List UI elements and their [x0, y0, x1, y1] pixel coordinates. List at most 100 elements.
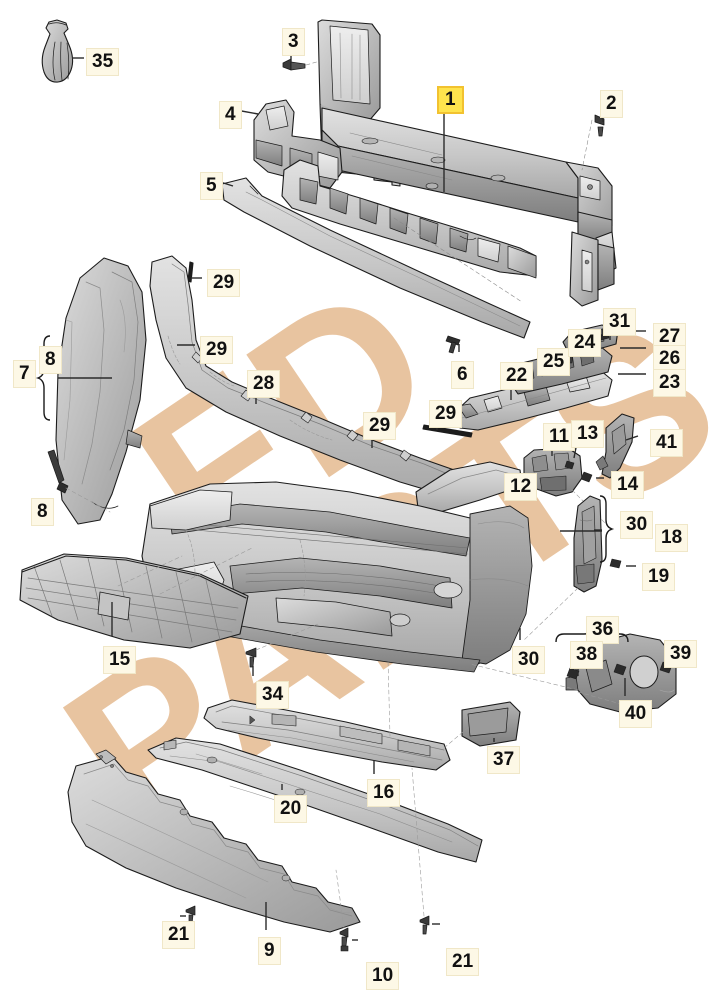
callout-number: 24 — [568, 329, 602, 357]
part-2-bolt — [594, 114, 605, 137]
callout-number: 1 — [437, 86, 464, 114]
callout-number: 25 — [537, 348, 571, 376]
part-18-side-rail — [573, 495, 603, 593]
callout-11[interactable]: 11 — [543, 423, 576, 451]
callout-number: 30 — [512, 646, 546, 674]
callout-23[interactable]: 23 — [653, 369, 687, 397]
callout-number: 11 — [543, 423, 576, 451]
callout-number: 4 — [219, 101, 242, 129]
part-34-bolt — [245, 647, 257, 668]
callout-number: 8 — [39, 346, 62, 374]
callout-24[interactable]: 24 — [568, 329, 602, 357]
callout-8[interactable]: 8 — [39, 346, 62, 374]
part-37-panel — [461, 701, 521, 747]
callout-26[interactable]: 26 — [653, 345, 687, 373]
callout-19[interactable]: 19 — [642, 563, 676, 591]
callout-39[interactable]: 39 — [664, 640, 698, 668]
callout-3[interactable]: 3 — [282, 28, 305, 56]
callout-35[interactable]: 35 — [86, 48, 120, 76]
callout-29[interactable]: 29 — [429, 400, 463, 428]
callout-number: 23 — [653, 369, 687, 397]
callout-number: 22 — [500, 362, 534, 390]
callout-36[interactable]: 36 — [586, 616, 620, 644]
callout-number: 15 — [103, 646, 137, 674]
part-16-lower-spoiler — [203, 699, 451, 771]
brace-7-8 — [35, 335, 51, 421]
callout-number: 20 — [274, 795, 308, 823]
callout-38[interactable]: 38 — [570, 641, 604, 669]
callout-number: 29 — [200, 336, 234, 364]
callout-1[interactable]: 1 — [437, 86, 464, 114]
callout-7[interactable]: 7 — [13, 360, 36, 388]
part-38-clip — [566, 667, 580, 680]
callout-number: 21 — [162, 921, 196, 949]
callout-30[interactable]: 30 — [512, 646, 546, 674]
callout-20[interactable]: 20 — [274, 795, 308, 823]
callout-34[interactable]: 34 — [256, 681, 290, 709]
part-4-energy-absorber — [253, 99, 537, 279]
part-5-upper-trim — [221, 177, 531, 339]
callout-number: 10 — [366, 962, 400, 990]
callout-28[interactable]: 28 — [247, 370, 281, 398]
part-6-clip — [445, 335, 461, 354]
callout-number: 14 — [611, 471, 645, 499]
part-15-lower-grille — [19, 553, 249, 649]
callout-number: 36 — [586, 616, 620, 644]
callout-12[interactable]: 12 — [504, 473, 538, 501]
callout-number: 19 — [642, 563, 676, 591]
callout-number: 28 — [247, 370, 281, 398]
callout-9[interactable]: 9 — [258, 937, 281, 965]
part-14-clip — [580, 471, 593, 483]
callout-number: 31 — [603, 308, 637, 336]
callout-4[interactable]: 4 — [219, 101, 242, 129]
part-10-bolt — [339, 927, 349, 952]
part-13-clip — [564, 460, 575, 470]
callout-37[interactable]: 37 — [487, 746, 521, 774]
part-19-clip — [609, 558, 622, 569]
callout-number: 41 — [650, 429, 684, 457]
callout-21[interactable]: 21 — [446, 948, 480, 976]
callout-number: 38 — [570, 641, 604, 669]
callout-10[interactable]: 10 — [366, 962, 400, 990]
brace-30-18 — [599, 495, 615, 563]
callout-number: 39 — [664, 640, 698, 668]
part-21b-bolt — [419, 915, 430, 935]
callout-number: 5 — [200, 172, 223, 200]
callout-number: 16 — [367, 779, 401, 807]
callout-number: 12 — [504, 473, 538, 501]
callout-16[interactable]: 16 — [367, 779, 401, 807]
callout-29[interactable]: 29 — [200, 336, 234, 364]
callout-number: 9 — [258, 937, 281, 965]
callout-number: 29 — [429, 400, 463, 428]
part-40-clip — [613, 663, 627, 676]
part-9-splash-shield — [67, 749, 361, 933]
callout-number: 8 — [31, 498, 54, 526]
callout-14[interactable]: 14 — [611, 471, 645, 499]
callout-30[interactable]: 30 — [620, 511, 654, 539]
callout-29[interactable]: 29 — [363, 412, 397, 440]
callout-22[interactable]: 22 — [500, 362, 534, 390]
callout-31[interactable]: 31 — [603, 308, 637, 336]
callout-25[interactable]: 25 — [537, 348, 571, 376]
part-41-bracket — [595, 413, 635, 479]
callout-5[interactable]: 5 — [200, 172, 223, 200]
callout-6[interactable]: 6 — [451, 361, 474, 389]
callout-number: 6 — [451, 361, 474, 389]
callout-number: 35 — [86, 48, 120, 76]
callout-number: 29 — [207, 269, 241, 297]
callout-13[interactable]: 13 — [571, 420, 605, 448]
part-20-under-tray — [147, 737, 483, 863]
callout-number: 21 — [446, 948, 480, 976]
callout-8[interactable]: 8 — [31, 498, 54, 526]
callout-29[interactable]: 29 — [207, 269, 241, 297]
callout-number: 7 — [13, 360, 36, 388]
callout-2[interactable]: 2 — [600, 90, 623, 118]
callout-21[interactable]: 21 — [162, 921, 196, 949]
callout-15[interactable]: 15 — [103, 646, 137, 674]
callout-number: 30 — [620, 511, 654, 539]
part-1-reinforcement-beam — [317, 19, 617, 307]
callout-41[interactable]: 41 — [650, 429, 684, 457]
callout-18[interactable]: 18 — [655, 524, 689, 552]
callout-40[interactable]: 40 — [619, 700, 653, 728]
